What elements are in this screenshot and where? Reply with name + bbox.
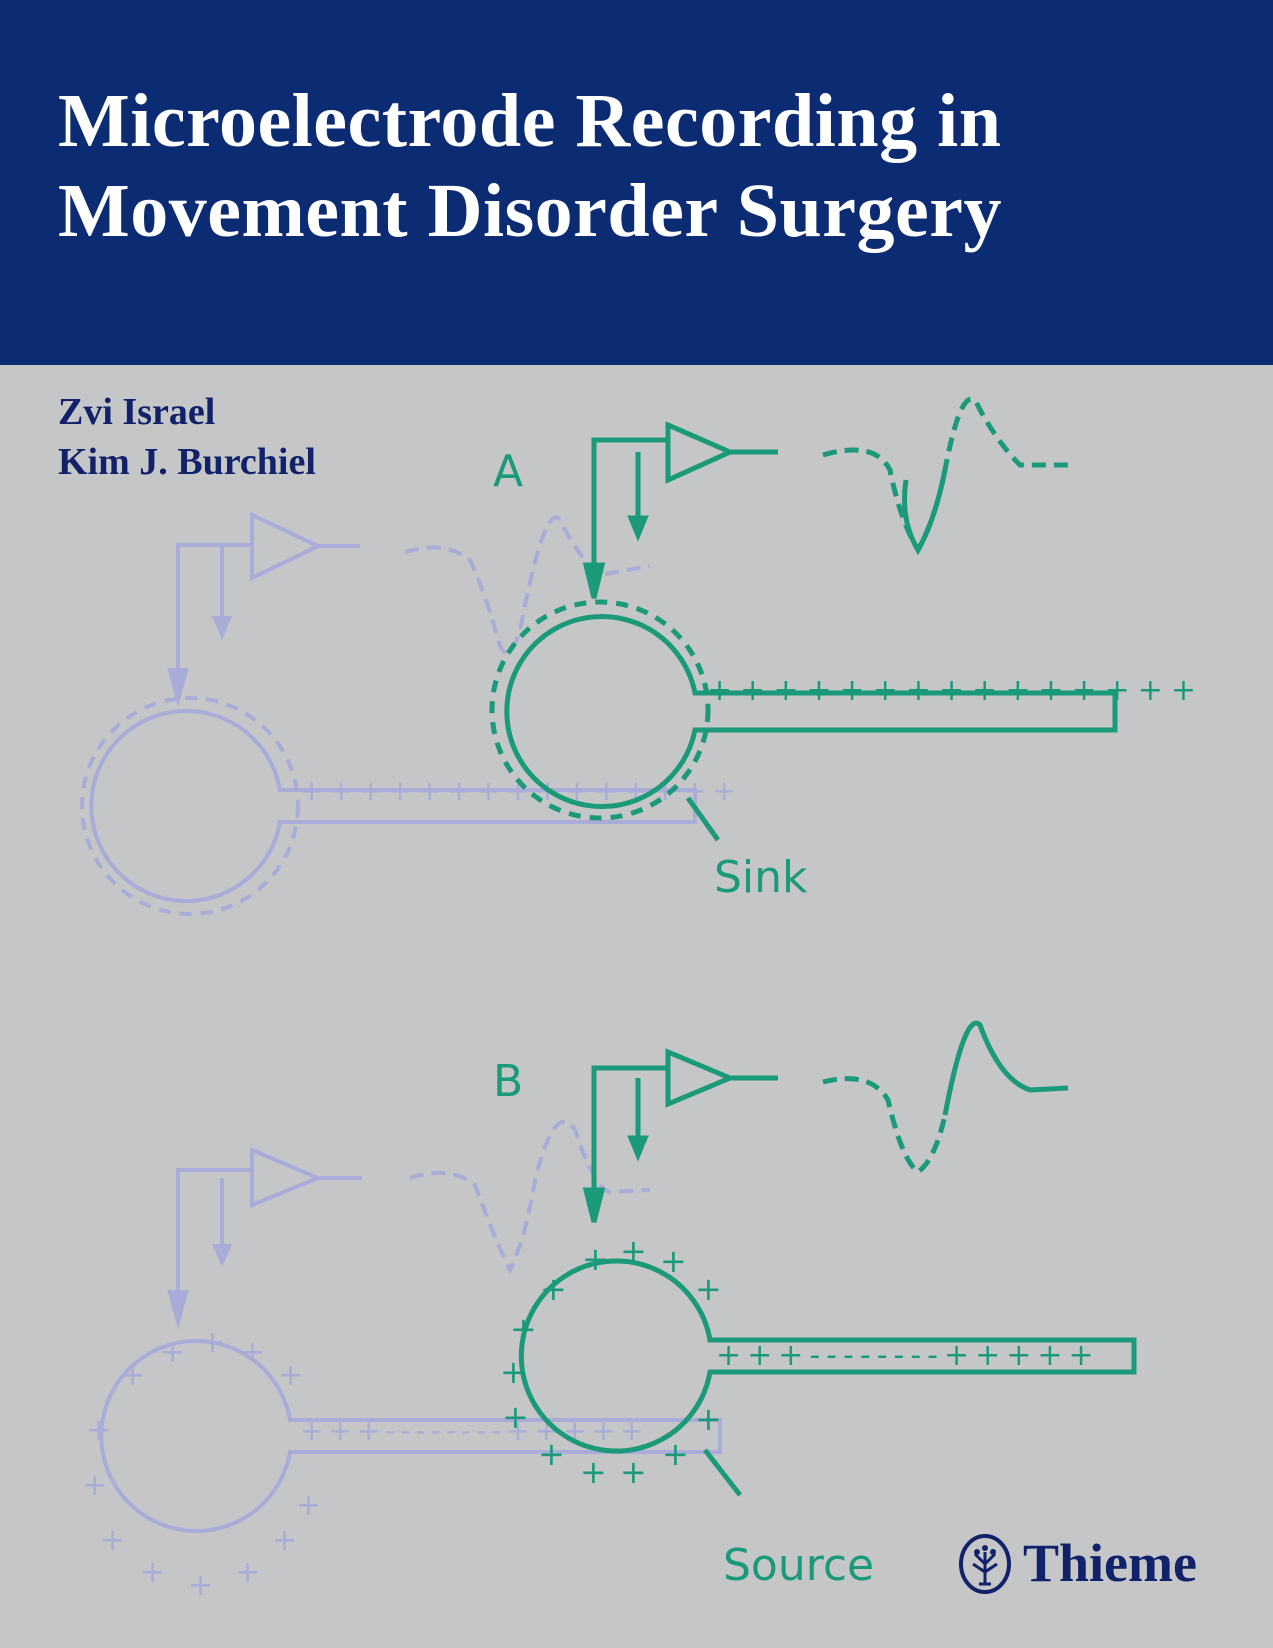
svg-text:+: + bbox=[660, 1242, 687, 1280]
author-2: Kim J. Burchiel bbox=[58, 441, 316, 483]
svg-text:+: + bbox=[140, 1555, 165, 1590]
spike-waveform-b bbox=[822, 1076, 948, 1176]
spike-waveform-a bbox=[822, 396, 1072, 555]
svg-text:+: + bbox=[235, 1555, 260, 1590]
svg-text:+: + bbox=[540, 1270, 567, 1308]
svg-text:+: + bbox=[620, 1232, 647, 1270]
svg-text:+: + bbox=[278, 1358, 303, 1393]
svg-text:+: + bbox=[120, 1358, 145, 1393]
panel-a-faded-neuron: +++++++++++++++ bbox=[80, 511, 736, 916]
svg-text:+: + bbox=[695, 1270, 722, 1308]
svg-text:+: + bbox=[580, 1453, 607, 1491]
svg-text:+: + bbox=[582, 1240, 609, 1278]
panel-a-active-neuron: +++++++++++++++ bbox=[489, 396, 1204, 842]
book-title-line-2: Movement Disorder Surgery bbox=[58, 169, 1002, 253]
svg-text:+: + bbox=[240, 1335, 265, 1370]
svg-text:+: + bbox=[100, 1523, 125, 1558]
svg-text:+: + bbox=[188, 1568, 213, 1603]
panel-b-label: B bbox=[493, 1056, 523, 1107]
panel-b-faded-neuron: +++--------+++++ bbox=[99, 1119, 722, 1533]
book-title-line-1: Microelectrode Recording in bbox=[58, 79, 1002, 163]
sink-label: Sink bbox=[714, 852, 808, 903]
svg-text:+: + bbox=[296, 1488, 321, 1523]
svg-text:+: + bbox=[502, 1398, 529, 1436]
panel-a-label: A bbox=[493, 446, 523, 497]
author-1: Zvi Israel bbox=[58, 391, 216, 433]
plus-row-b: +++--------+++++ bbox=[716, 1338, 1100, 1373]
svg-text:+: + bbox=[500, 1353, 527, 1391]
svg-text:+: + bbox=[538, 1435, 565, 1473]
svg-text:+: + bbox=[160, 1335, 185, 1370]
publisher-name: Thieme bbox=[1023, 1533, 1197, 1593]
svg-text:+: + bbox=[662, 1435, 689, 1473]
svg-text:+: + bbox=[82, 1468, 107, 1503]
publisher-brand: Thieme bbox=[955, 1530, 1245, 1600]
svg-text:+: + bbox=[695, 1400, 722, 1438]
panel-b-active-plus-ring: +++++ ++++ ++++ bbox=[500, 1232, 722, 1491]
source-label: Source bbox=[723, 1540, 874, 1591]
panel-b-active-neuron: +++--------+++++ bbox=[518, 1020, 1137, 1497]
panel-b-faded-plus-ring: +++++ ++++ ++++ bbox=[82, 1325, 321, 1603]
svg-text:+: + bbox=[86, 1413, 111, 1448]
neuron-illustration: +++++++++++++++ +++++++++++++++ A Sink +… bbox=[80, 396, 1204, 1603]
svg-text:+: + bbox=[200, 1325, 225, 1360]
svg-text:+: + bbox=[510, 1310, 537, 1348]
svg-text:+: + bbox=[272, 1523, 297, 1558]
plus-row-a: +++++++++++++++ bbox=[707, 673, 1204, 708]
faded-plus-row-b: +++--------+++++ bbox=[300, 1414, 649, 1447]
tree-seal-icon bbox=[959, 1534, 1011, 1594]
cover-header: Microelectrode Recording in Movement Dis… bbox=[0, 0, 1273, 365]
svg-text:+: + bbox=[620, 1453, 647, 1491]
